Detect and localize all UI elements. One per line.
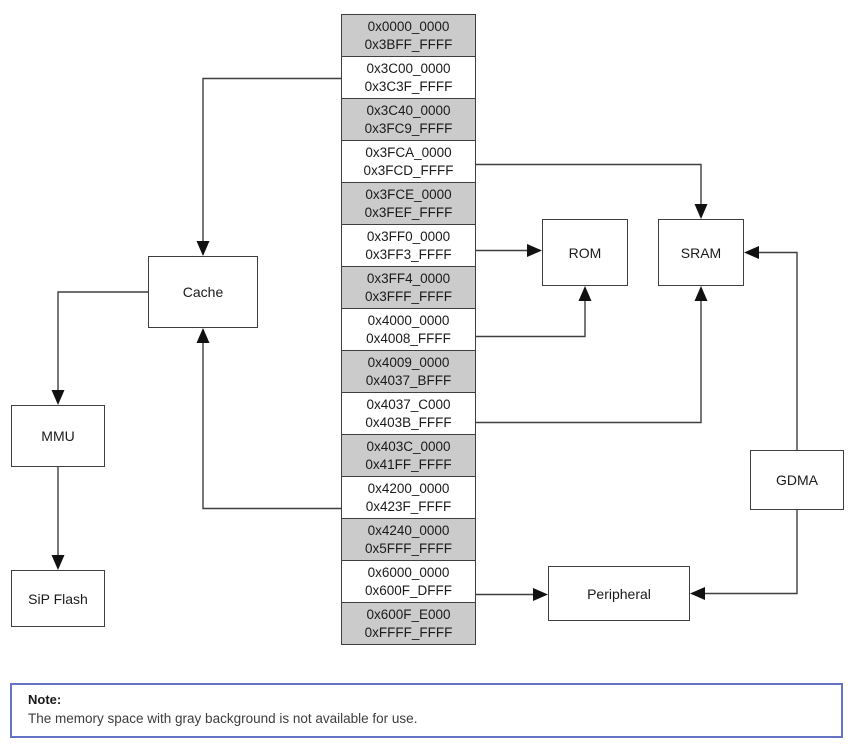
row-start-address: 0x3FF4_0000: [366, 270, 451, 286]
memory-row: 0x4000_0000 0x4008_FFFF: [341, 308, 476, 351]
row-end-address: 0x3FEF_FFFF: [364, 204, 453, 220]
connector-gdma-to-peripheral: [690, 510, 798, 600]
row-end-address: 0x4037_BFFF: [365, 372, 452, 388]
connector-gdma-to-sram: [744, 246, 798, 450]
gdma-block: GDMA: [750, 450, 844, 510]
row-start-address: 0x3C00_0000: [366, 60, 451, 76]
row-end-address: 0x600F_DFFF: [364, 582, 453, 598]
row-start-address: 0x4200_0000: [367, 480, 450, 496]
connector-row4-to-sram: [476, 163, 708, 219]
row-end-address: 0x41FF_FFFF: [365, 456, 452, 472]
connector-row8-to-rom: [476, 286, 592, 338]
connector-row10-to-sram: [476, 286, 708, 424]
memory-row: 0x3FCA_0000 0x3FCD_FFFF: [341, 140, 476, 183]
row-start-address: 0x0000_0000: [367, 18, 450, 34]
row-end-address: 0x403B_FFFF: [365, 414, 452, 430]
memory-row: 0x3C00_0000 0x3C3F_FFFF: [341, 56, 476, 99]
row-start-address: 0x600F_E000: [366, 606, 451, 622]
row-start-address: 0x4240_0000: [367, 522, 450, 538]
row-start-address: 0x4000_0000: [367, 312, 450, 328]
memory-row: 0x6000_0000 0x600F_DFFF: [341, 560, 476, 603]
memory-row: 0x3FF4_0000 0x3FFF_FFFF: [341, 266, 476, 309]
connector-row12-to-cache: [196, 328, 341, 510]
row-start-address: 0x3FF0_0000: [366, 228, 451, 244]
memory-row: 0x3FF0_0000 0x3FF3_FFFF: [341, 224, 476, 267]
row-start-address: 0x403C_0000: [366, 438, 451, 454]
row-end-address: 0x3FC9_FFFF: [364, 120, 453, 136]
row-start-address: 0x6000_0000: [367, 564, 450, 580]
note-text: The memory space with gray background is…: [28, 711, 418, 726]
sip-flash-block: SiP Flash: [11, 570, 105, 627]
memory-address-column: 0x0000_0000 0x3BFF_FFFF 0x3C00_0000 0x3C…: [341, 14, 476, 645]
connector-cache-to-mmu: [51, 291, 148, 405]
mmu-block: MMU: [11, 405, 105, 467]
memory-row: 0x600F_E000 0xFFFF_FFFF: [341, 602, 476, 645]
memory-row: 0x4037_C000 0x403B_FFFF: [341, 392, 476, 435]
memory-row: 0x0000_0000 0x3BFF_FFFF: [341, 14, 476, 57]
memory-row: 0x3C40_0000 0x3FC9_FFFF: [341, 98, 476, 141]
row-start-address: 0x3FCA_0000: [365, 144, 452, 160]
note-title: Note:: [28, 692, 62, 707]
row-end-address: 0x3FFF_FFFF: [365, 288, 452, 304]
row-end-address: 0x3C3F_FFFF: [364, 78, 453, 94]
row-start-address: 0x3FCE_0000: [365, 186, 452, 202]
row-end-address: 0x4008_FFFF: [366, 330, 451, 346]
sram-block: SRAM: [658, 219, 744, 286]
rom-block: ROM: [542, 219, 628, 286]
row-end-address: 0x3FCD_FFFF: [363, 162, 454, 178]
memory-row: 0x4240_0000 0x5FFF_FFFF: [341, 518, 476, 561]
memory-row: 0x3FCE_0000 0x3FEF_FFFF: [341, 182, 476, 225]
peripheral-block: Peripheral: [548, 566, 690, 621]
row-end-address: 0xFFFF_FFFF: [364, 624, 453, 640]
row-start-address: 0x3C40_0000: [366, 102, 451, 118]
note-box: Note: The memory space with gray backgro…: [10, 683, 843, 738]
row-start-address: 0x4037_C000: [366, 396, 451, 412]
connector-row2-to-cache: [196, 77, 341, 256]
row-end-address: 0x5FFF_FFFF: [365, 540, 452, 556]
row-start-address: 0x4009_0000: [367, 354, 450, 370]
row-end-address: 0x423F_FFFF: [365, 498, 452, 514]
memory-row: 0x4200_0000 0x423F_FFFF: [341, 476, 476, 519]
row-end-address: 0x3BFF_FFFF: [364, 36, 453, 52]
cache-block: Cache: [148, 256, 258, 328]
row-end-address: 0x3FF3_FFFF: [365, 246, 452, 262]
